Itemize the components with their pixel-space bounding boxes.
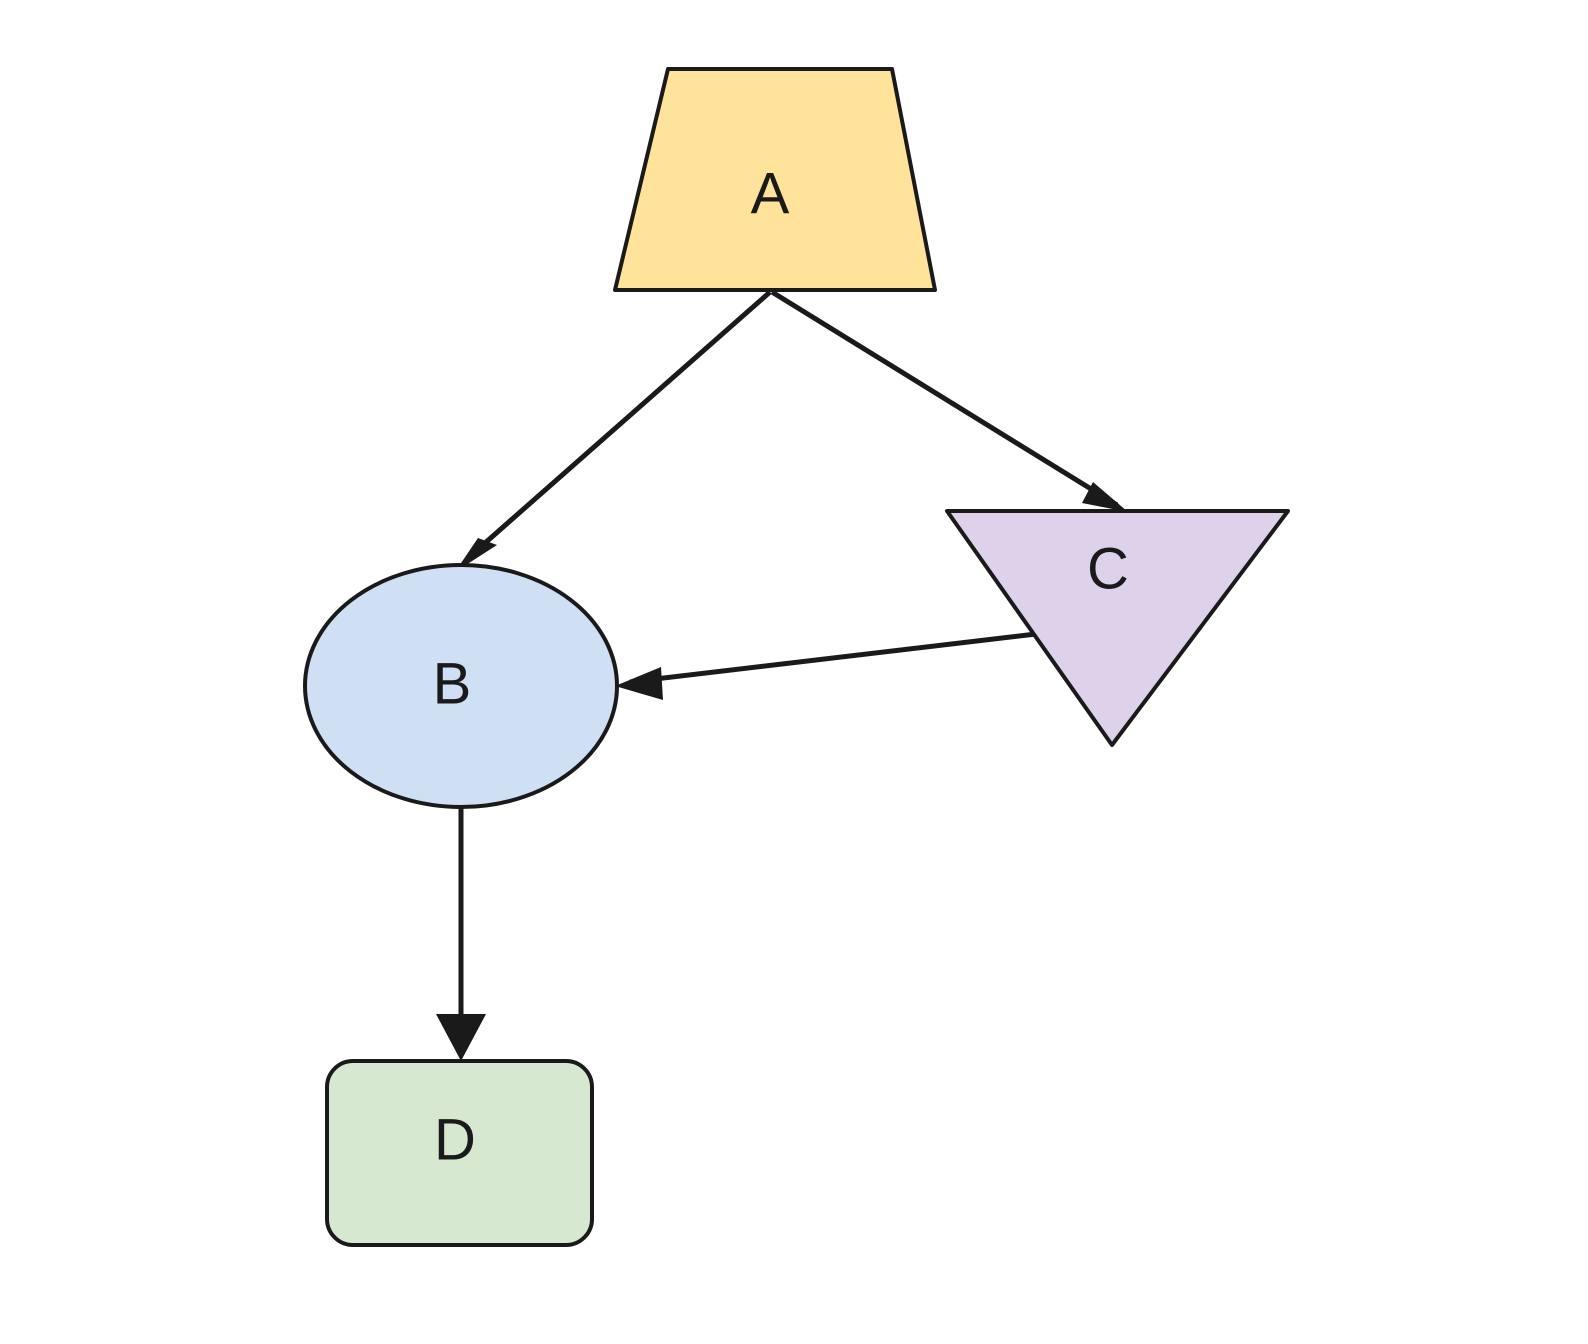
node-b-ellipse[interactable] — [303, 563, 619, 809]
edge-a-to-c-line — [770, 289, 1119, 508]
edge-b-to-d[interactable] — [436, 808, 486, 1061]
node-d-label: D — [434, 1108, 476, 1173]
node-c-label: C — [1087, 537, 1129, 602]
node-a[interactable]: A — [613, 67, 937, 292]
node-b-label: B — [433, 652, 472, 717]
edge-a-to-b-line — [466, 290, 772, 560]
edge-b-to-d-arrowhead — [436, 1014, 486, 1061]
node-layer: A C B D — [303, 67, 1290, 1247]
node-c-triangle[interactable] — [945, 509, 1290, 747]
node-a-trapezoid[interactable] — [613, 67, 937, 292]
edge-a-to-c[interactable] — [770, 289, 1128, 512]
edge-c-to-b-arrowhead — [615, 667, 663, 700]
edge-a-to-b[interactable] — [455, 290, 772, 572]
edge-layer — [436, 289, 1128, 1061]
node-d[interactable]: D — [325, 1059, 594, 1247]
edge-c-to-b-line — [629, 631, 1037, 685]
node-d-rounded-rect[interactable] — [325, 1059, 594, 1247]
edge-a-to-c-arrowhead — [1082, 482, 1128, 512]
node-a-label: A — [751, 162, 790, 227]
node-b[interactable]: B — [303, 563, 619, 809]
node-c[interactable]: C — [945, 509, 1290, 747]
edge-c-to-b[interactable] — [615, 631, 1037, 700]
